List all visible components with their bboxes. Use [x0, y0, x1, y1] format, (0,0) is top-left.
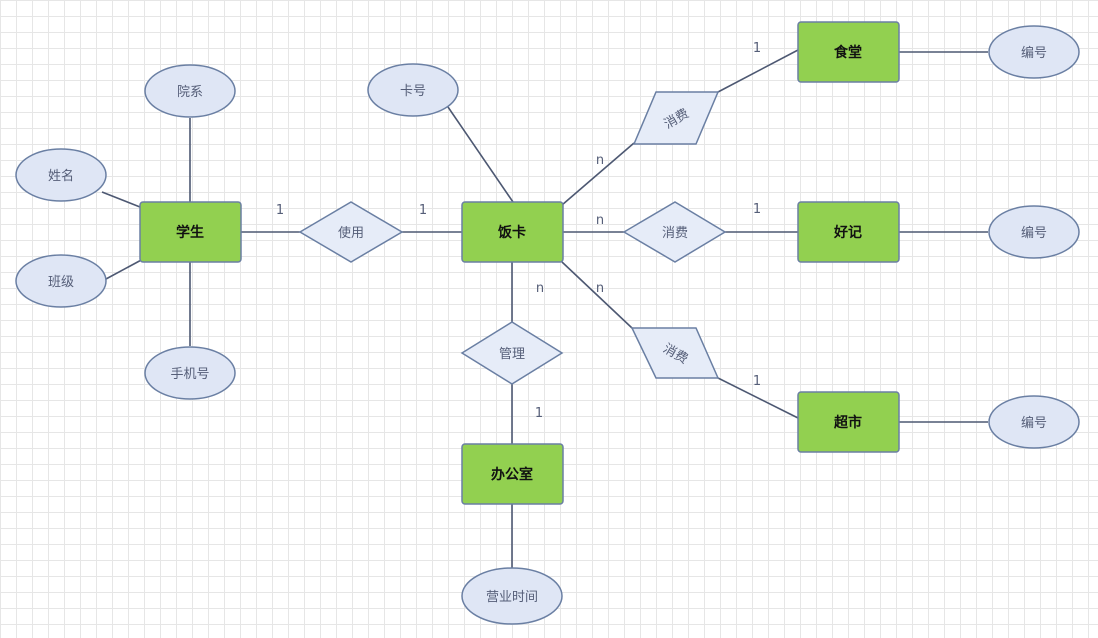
cardinality-office-side: 1 — [535, 406, 543, 421]
attribute-supermarket-no-label: 编号 — [1021, 416, 1047, 431]
edge-student-name — [101, 191, 141, 208]
entity-card: 饭卡 — [461, 201, 564, 263]
entity-card-label: 饭卡 — [497, 224, 526, 241]
attribute-name-label: 姓名 — [48, 168, 74, 184]
entity-canteen-label: 食堂 — [834, 44, 862, 61]
edge-card-cardno — [447, 106, 514, 203]
attribute-phone: 手机号 — [144, 346, 236, 400]
cardinality-card-supermarket: n — [596, 281, 604, 296]
cardinality-card-manage: n — [536, 281, 544, 296]
entity-student: 学生 — [139, 201, 242, 263]
edge-consume3-supermarket — [717, 377, 799, 419]
relationship-consume-canteen: 消费 — [632, 91, 720, 145]
attribute-canteen-no: 编号 — [988, 25, 1080, 79]
attribute-phone-label: 手机号 — [170, 367, 209, 382]
attribute-office-hours-label: 营业时间 — [486, 590, 538, 605]
edge-student-class — [105, 257, 146, 280]
attribute-haoji-no: 编号 — [988, 205, 1080, 259]
edges — [101, 49, 988, 568]
entity-office-label: 办公室 — [491, 466, 533, 483]
cardinality-supermarket-side: 1 — [753, 374, 761, 389]
entity-office: 办公室 — [461, 443, 564, 505]
attribute-card-no-label: 卡号 — [400, 84, 426, 99]
attribute-dept-label: 院系 — [177, 85, 203, 100]
relationship-use: 使用 — [298, 201, 404, 263]
attribute-office-hours: 营业时间 — [461, 567, 563, 625]
attribute-class: 班级 — [15, 254, 107, 308]
cardinality-haoji-side: 1 — [753, 202, 761, 217]
attribute-canteen-no-label: 编号 — [1021, 46, 1047, 61]
relationship-consume-haoji-label: 消费 — [662, 226, 688, 241]
entity-student-label: 学生 — [176, 224, 204, 241]
attribute-name: 姓名 — [15, 148, 107, 202]
attribute-card-no: 卡号 — [367, 63, 459, 117]
edge-consume1-canteen — [717, 49, 799, 93]
cardinality-canteen-side: 1 — [753, 41, 761, 56]
edge-card-consume3 — [561, 261, 633, 329]
relationship-use-label: 使用 — [338, 225, 364, 241]
entity-canteen: 食堂 — [797, 21, 900, 83]
relationship-consume-haoji: 消费 — [622, 201, 727, 263]
relationship-consume-supermarket: 消费 — [630, 327, 720, 379]
cardinality-student-use: 1 — [276, 203, 284, 218]
attribute-supermarket-no: 编号 — [988, 395, 1080, 449]
entity-haoji: 好记 — [797, 201, 900, 263]
entity-supermarket-label: 超市 — [833, 414, 862, 431]
cardinality-card-haoji: n — [596, 213, 604, 228]
relationship-manage: 管理 — [460, 321, 564, 385]
attribute-class-label: 班级 — [48, 275, 74, 290]
entity-supermarket: 超市 — [797, 391, 900, 453]
cardinalities: 1 1 n 1 n 1 n 1 n 1 — [276, 41, 761, 421]
relationship-manage-label: 管理 — [499, 347, 525, 362]
attribute-haoji-no-label: 编号 — [1021, 226, 1047, 241]
edge-card-consume1 — [561, 142, 635, 206]
entity-haoji-label: 好记 — [833, 224, 862, 241]
cardinality-use-card: 1 — [419, 203, 427, 218]
cardinality-card-canteen: n — [596, 153, 604, 168]
attribute-dept: 院系 — [144, 64, 236, 118]
